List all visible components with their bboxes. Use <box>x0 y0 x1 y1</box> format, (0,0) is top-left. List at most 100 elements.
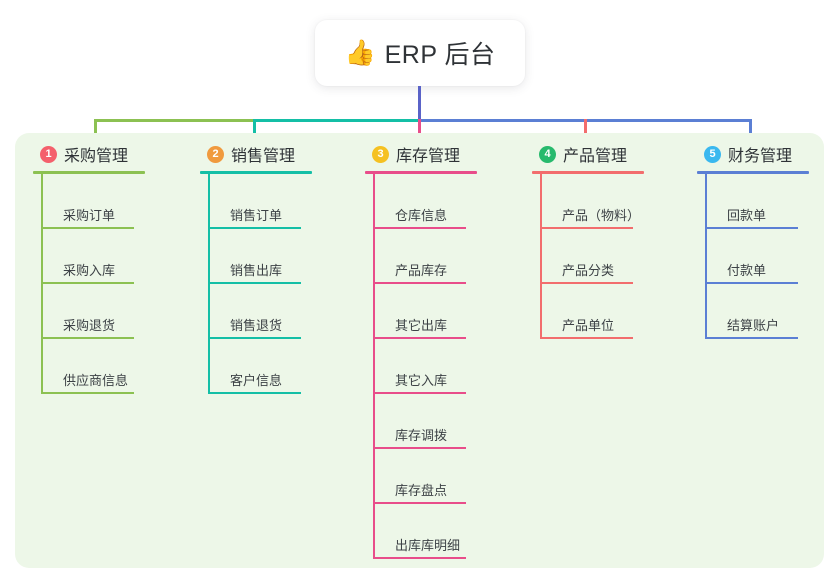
leaf-item[interactable]: 销售订单 <box>208 174 312 229</box>
branch-header-rule-4 <box>532 171 644 174</box>
branch-column-2[interactable]: 2 销售管理销售订单销售出库销售退货客户信息 <box>200 142 312 394</box>
leaf-item-label: 库存调拨 <box>395 428 448 443</box>
leaf-item-rule <box>373 502 466 504</box>
leaf-item-label: 产品单位 <box>562 318 615 333</box>
branch-header-rule-3 <box>365 171 477 174</box>
leaf-item[interactable]: 付款单 <box>705 229 809 284</box>
branch-badge-4: 4 <box>539 145 556 163</box>
branch-spine-3 <box>373 174 375 559</box>
branch-spine-4 <box>540 174 542 339</box>
leaf-item[interactable]: 销售退货 <box>208 284 312 339</box>
leaf-item-rule <box>208 227 301 229</box>
leaf-item-rule <box>705 337 798 339</box>
leaf-item-label: 销售退货 <box>230 318 283 333</box>
leaf-item[interactable]: 其它出库 <box>373 284 477 339</box>
leaf-item[interactable]: 采购退货 <box>41 284 145 339</box>
leaf-item[interactable]: 客户信息 <box>208 339 312 394</box>
branch-title-5: 财务管理 <box>728 148 793 165</box>
branch-items-1: 采购订单采购入库采购退货供应商信息 <box>33 174 145 394</box>
leaf-item[interactable]: 仓库信息 <box>373 174 477 229</box>
branch-drop-4 <box>584 119 587 145</box>
bus-segment-2 <box>253 119 419 122</box>
leaf-item[interactable]: 其它入库 <box>373 339 477 394</box>
leaf-item-rule <box>705 282 798 284</box>
root-node-card[interactable]: 👍 ERP 后台 <box>315 20 525 86</box>
leaf-item-rule <box>373 282 466 284</box>
branch-header-rule-5 <box>697 171 809 174</box>
leaf-item[interactable]: 供应商信息 <box>41 339 145 394</box>
leaf-item[interactable]: 产品库存 <box>373 229 477 284</box>
leaf-item-label: 销售订单 <box>230 208 283 223</box>
leaf-item-rule <box>373 337 466 339</box>
bus-segment-1 <box>94 119 254 122</box>
leaf-item-label: 其它入库 <box>395 373 448 388</box>
branch-spine-1 <box>41 174 43 394</box>
branch-title-2: 销售管理 <box>231 148 296 165</box>
branch-items-3: 仓库信息产品库存其它出库其它入库库存调拨库存盘点出库库明细 <box>365 174 477 559</box>
leaf-item[interactable]: 产品分类 <box>540 229 644 284</box>
leaf-item-rule <box>540 337 633 339</box>
leaf-item-label: 仓库信息 <box>395 208 448 223</box>
leaf-item-label: 采购订单 <box>63 208 116 223</box>
leaf-item-label: 产品分类 <box>562 263 615 278</box>
leaf-item-rule <box>705 227 798 229</box>
leaf-item-label: 回款单 <box>727 208 767 223</box>
leaf-item-label: 库存盘点 <box>395 483 448 498</box>
root-stem-line <box>418 86 421 120</box>
leaf-item-rule <box>41 392 134 394</box>
leaf-item[interactable]: 回款单 <box>705 174 809 229</box>
branch-drop-3 <box>418 119 421 145</box>
leaf-item[interactable]: 库存调拨 <box>373 394 477 449</box>
branch-drop-1 <box>94 119 97 145</box>
leaf-item[interactable]: 出库库明细 <box>373 504 477 559</box>
branch-header-4[interactable]: 4 产品管理 <box>532 142 644 166</box>
branch-column-4[interactable]: 4 产品管理产品（物料） 产品分类产品单位 <box>532 142 644 339</box>
leaf-item-rule <box>208 337 301 339</box>
leaf-item-rule <box>41 337 134 339</box>
thumbs-up-emoji: 👍 <box>344 38 376 67</box>
leaf-item-rule <box>373 392 466 394</box>
leaf-item-rule <box>208 392 301 394</box>
leaf-item[interactable]: 结算账户 <box>705 284 809 339</box>
leaf-item[interactable]: 销售出库 <box>208 229 312 284</box>
branch-badge-3: 3 <box>372 145 389 163</box>
leaf-item[interactable]: 库存盘点 <box>373 449 477 504</box>
leaf-item-rule <box>41 282 134 284</box>
leaf-item[interactable]: 产品单位 <box>540 284 644 339</box>
leaf-item[interactable]: 产品（物料） <box>540 174 644 229</box>
branch-drop-2 <box>253 119 256 145</box>
leaf-item-rule <box>540 227 633 229</box>
leaf-item-label: 出库库明细 <box>395 538 461 553</box>
leaf-item-rule <box>373 447 466 449</box>
leaf-item-label: 采购退货 <box>63 318 116 333</box>
leaf-item-label: 供应商信息 <box>63 373 129 388</box>
branch-badge-2: 2 <box>207 145 224 163</box>
leaf-item-rule <box>41 227 134 229</box>
branch-header-rule-2 <box>200 171 312 174</box>
branch-spine-2 <box>208 174 210 394</box>
leaf-item-rule <box>208 282 301 284</box>
branch-header-2[interactable]: 2 销售管理 <box>200 142 312 166</box>
leaf-item-label: 付款单 <box>727 263 767 278</box>
root-node-title: ERP 后台 <box>384 41 496 69</box>
branch-title-4: 产品管理 <box>563 148 628 165</box>
leaf-item-label: 结算账户 <box>727 318 780 333</box>
branch-spine-5 <box>705 174 707 339</box>
branch-items-2: 销售订单销售出库销售退货客户信息 <box>200 174 312 394</box>
leaf-item-label: 客户信息 <box>230 373 283 388</box>
leaf-item-label: 采购入库 <box>63 263 116 278</box>
leaf-item[interactable]: 采购入库 <box>41 229 145 284</box>
leaf-item[interactable]: 采购订单 <box>41 174 145 229</box>
leaf-item-label: 其它出库 <box>395 318 448 333</box>
leaf-item-rule <box>373 557 466 559</box>
leaf-item-rule <box>373 227 466 229</box>
branch-items-4: 产品（物料） 产品分类产品单位 <box>532 174 644 339</box>
leaf-item-label: 销售出库 <box>230 263 283 278</box>
